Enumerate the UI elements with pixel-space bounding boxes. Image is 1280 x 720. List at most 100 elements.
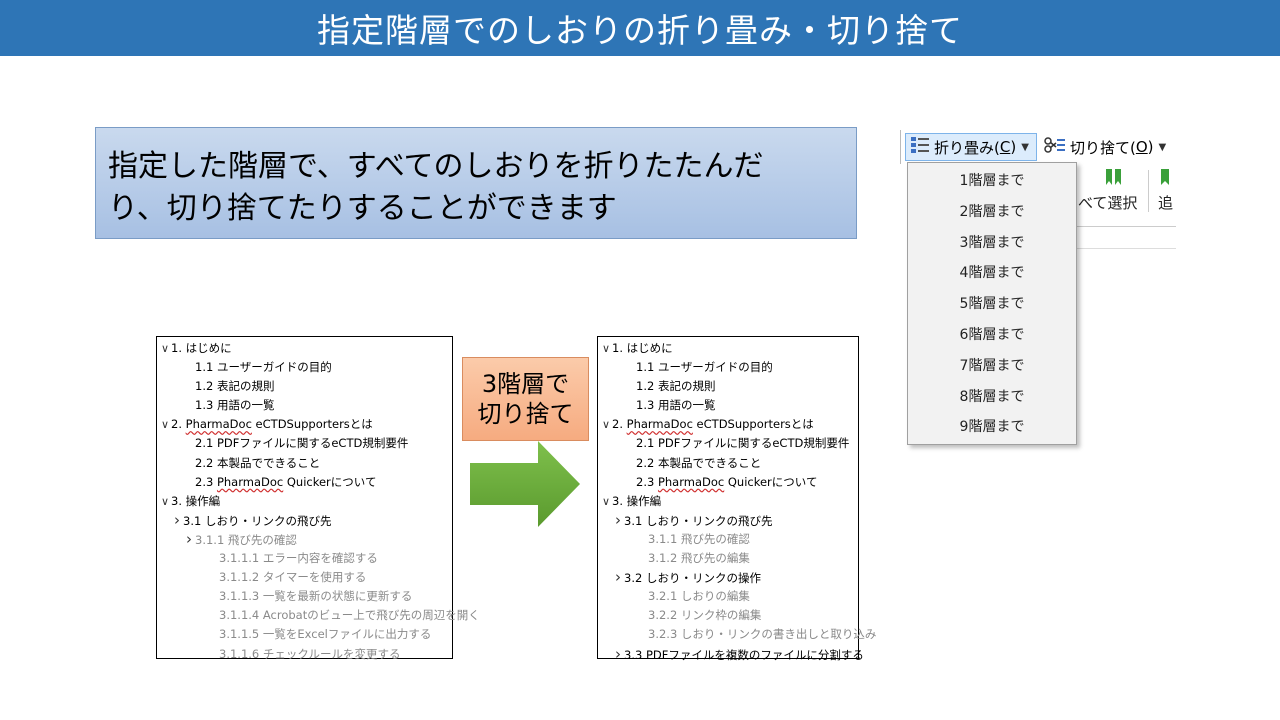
bookmark-label-spellcheck: PharmaDoc <box>657 474 725 489</box>
bookmark-item[interactable]: 3.2.2 リンク枠の編集 <box>598 606 858 625</box>
bookmark-item[interactable]: 3.1.1.1 エラー内容を確認する <box>157 549 452 568</box>
bookmark-item[interactable]: ›3.2 しおり・リンクの操作 <box>598 568 858 587</box>
bookmark-label: 2.3 <box>636 474 658 489</box>
bookmark-item[interactable]: ∨3. 操作編 <box>598 492 858 511</box>
bookmark-item[interactable]: 2.2 本製品でできること <box>598 454 858 473</box>
bookmark-label: 2.1 PDFファイルに関するeCTD規制要件 <box>195 436 409 451</box>
bookmark-item[interactable]: 1.2 表記の規則 <box>157 377 452 396</box>
bookmark-item[interactable]: ›3.1 しおり・リンクの飛び先 <box>157 511 452 530</box>
bookmark-label: 3.1 しおり・リンクの飛び先 <box>624 513 773 528</box>
bookmark-item[interactable]: 3.1.1.4 Acrobatのビュー上で飛び先の周辺を開く <box>157 606 480 625</box>
fold-close-paren: ) <box>1010 138 1017 156</box>
cut-button[interactable]: 切り捨て(O) ▼ <box>1040 133 1170 161</box>
bookmark-label-spellcheck: PharmaDoc <box>626 417 693 432</box>
bookmark-label: 3.1.1.3 一覧を最新の状態に更新する <box>219 589 413 604</box>
bookmark-item[interactable]: 1.1 ユーザーガイドの目的 <box>598 358 858 377</box>
dropdown-item-level-3[interactable]: 3階層まで <box>959 234 1025 251</box>
select-all-button[interactable]: べて選択 <box>1078 168 1137 213</box>
cut-button-label: 切り捨て( <box>1070 138 1136 157</box>
dropdown-item-level-6[interactable]: 6階層まで <box>959 326 1025 343</box>
bookmark-label: 1.3 用語の一覧 <box>636 398 716 413</box>
expand-chevron-down-icon[interactable]: ∨ <box>160 494 170 508</box>
add-button[interactable]: 追 <box>1158 168 1173 213</box>
bookmark-label: 2.2 本製品でできること <box>195 455 321 470</box>
bookmark-item[interactable]: 2.2 本製品でできること <box>157 454 452 473</box>
bookmark-label-spellcheck: PharmaDoc <box>185 417 252 432</box>
expand-chevron-down-icon[interactable]: ∨ <box>160 342 170 355</box>
bookmark-item[interactable]: 1.3 用語の一覧 <box>157 396 452 415</box>
bookmark-label: 3.1.1 飛び先の確認 <box>648 531 750 546</box>
bookmark-item[interactable]: 2.3 PharmaDoc Quickerについて <box>598 473 858 492</box>
collapse-chevron-right-icon[interactable]: › <box>186 529 192 548</box>
bookmark-item[interactable]: 3.1.1.5 一覧をExcelファイルに出力する <box>157 625 452 644</box>
label-line-1: 3階層で <box>481 370 570 398</box>
dropdown-item-level-8[interactable]: 8階層まで <box>959 388 1025 405</box>
fold-level-dropdown-menu: 1階層まで 2階層まで 3階層まで 4階層まで 5階層まで 6階層まで 7階層まで 8階層まで… <box>907 162 1077 445</box>
bookmark-item[interactable]: 1.3 用語の一覧 <box>598 396 858 415</box>
fold-button[interactable]: 折り畳み(C) ▼ <box>905 133 1037 161</box>
bookmark-item[interactable]: 2.3 PharmaDoc Quickerについて <box>157 473 452 492</box>
dropdown-item-level-2[interactable]: 2階層まで <box>959 203 1025 220</box>
bookmark-label: 3.2.3 しおり・リンクの書き出しと取り込み <box>648 627 877 642</box>
expand-chevron-down-icon[interactable]: ∨ <box>601 418 611 432</box>
bookmark-item[interactable]: 3.2.3 しおり・リンクの書き出しと取り込み <box>598 625 876 644</box>
bookmark-label: 3.1.2 飛び先の編集 <box>648 551 750 566</box>
bookmark-item[interactable]: 2.1 PDFファイルに関するeCTD規制要件 <box>598 434 858 453</box>
bookmark-item[interactable]: ∨1. はじめに <box>157 339 452 358</box>
bookmark-label: 3.1.1.4 Acrobatのビュー上で飛び先の周辺を開く <box>219 608 480 623</box>
expand-chevron-down-icon[interactable]: ∨ <box>601 494 611 508</box>
bookmark-item[interactable]: 3.1.2 飛び先の編集 <box>598 549 858 568</box>
bookmark-item[interactable]: ∨2. PharmaDoc eCTDSupportersとは <box>598 415 858 434</box>
cut-tree-icon <box>1044 136 1066 158</box>
cut-close-paren: ) <box>1147 138 1154 156</box>
bookmark-item[interactable]: ›3.1 しおり・リンクの飛び先 <box>598 511 858 530</box>
collapse-chevron-right-icon[interactable]: › <box>174 510 180 529</box>
collapse-chevron-right-icon[interactable]: › <box>615 568 621 587</box>
bookmark-label-suffix: Quickerについて <box>724 474 818 489</box>
bookmark-item[interactable]: 1.2 表記の規則 <box>598 377 858 396</box>
bookmark-label: 3. 操作編 <box>612 493 662 508</box>
expand-chevron-down-icon[interactable]: ∨ <box>601 342 611 355</box>
bookmark-label-suffix: eCTDSupportersとは <box>692 417 814 432</box>
bookmark-item[interactable]: 3.1.1.6 チェックルールを変更する <box>157 645 452 664</box>
bookmark-label: 2. <box>612 417 627 432</box>
dropdown-item-level-7[interactable]: 7階層まで <box>959 357 1025 374</box>
bookmark-item[interactable]: ∨3. 操作編 <box>157 492 452 511</box>
bookmark-label-spellcheck: PharmaDoc <box>216 474 284 489</box>
callout-line-2: り、切り捨てたりすることができます <box>108 191 617 226</box>
bookmark-add-icon <box>1158 168 1173 192</box>
chevron-down-icon: ▼ <box>1158 141 1167 153</box>
bookmark-label-suffix: Quickerについて <box>283 474 377 489</box>
bookmark-item[interactable]: 3.2.1 しおりの編集 <box>598 587 858 606</box>
bookmark-label: 3.2 しおり・リンクの操作 <box>624 571 761 586</box>
callout-line-1: 指定した階層で、すべてのしおりを折りたたんだ <box>108 149 764 184</box>
bookmark-item[interactable]: ∨2. PharmaDoc eCTDSupportersとは <box>157 415 452 434</box>
bookmark-label: 3.1 しおり・リンクの飛び先 <box>183 513 332 528</box>
dropdown-item-level-5[interactable]: 5階層まで <box>959 296 1025 313</box>
bookmark-item[interactable]: ›3.1.1 飛び先の確認 <box>157 530 452 549</box>
dropdown-item-level-9[interactable]: 9階層まで <box>959 419 1025 436</box>
bookmark-item[interactable]: 3.1.1.3 一覧を最新の状態に更新する <box>157 587 452 606</box>
dropdown-item-level-1[interactable]: 1階層まで <box>959 173 1025 189</box>
bookmark-item[interactable]: ›3.3 PDFファイルを複数のファイルに分割する <box>598 644 864 664</box>
bookmark-label: 2.1 PDFファイルに関するeCTD規制要件 <box>636 436 850 451</box>
bookmark-label: 3.1.1 飛び先の確認 <box>195 532 297 547</box>
bookmark-item[interactable]: 1.1 ユーザーガイドの目的 <box>157 358 452 377</box>
bookmark-item[interactable]: 2.1 PDFファイルに関するeCTD規制要件 <box>157 434 452 453</box>
bookmark-label: 3. 操作編 <box>171 493 221 508</box>
dropdown-item-level-4[interactable]: 4階層まで <box>959 265 1025 282</box>
bookmark-label: 1.3 用語の一覧 <box>195 398 275 413</box>
bookmark-item[interactable]: ∨1. はじめに <box>598 339 858 358</box>
fold-tree-icon <box>910 136 930 158</box>
bookmark-label: 3.2.1 しおりの編集 <box>648 589 750 604</box>
bookmark-label: 2. <box>171 417 186 432</box>
bookmark-label: 3.3 PDFファイルを複数のファイルに分割する <box>624 647 864 662</box>
expand-chevron-down-icon[interactable]: ∨ <box>160 418 170 432</box>
bookmark-item[interactable]: 3.1.1 飛び先の確認 <box>598 530 858 549</box>
bookmark-label: 2.2 本製品でできること <box>636 455 762 470</box>
collapse-chevron-right-icon[interactable]: › <box>615 644 621 663</box>
description-callout: 指定した階層で、すべてのしおりを折りたたんだ り、切り捨てたりすることができます <box>95 127 857 239</box>
cut-accel-key: O <box>1135 138 1148 156</box>
bookmark-item[interactable]: 3.1.1.2 タイマーを使用する <box>157 568 452 587</box>
collapse-chevron-right-icon[interactable]: › <box>615 510 621 529</box>
